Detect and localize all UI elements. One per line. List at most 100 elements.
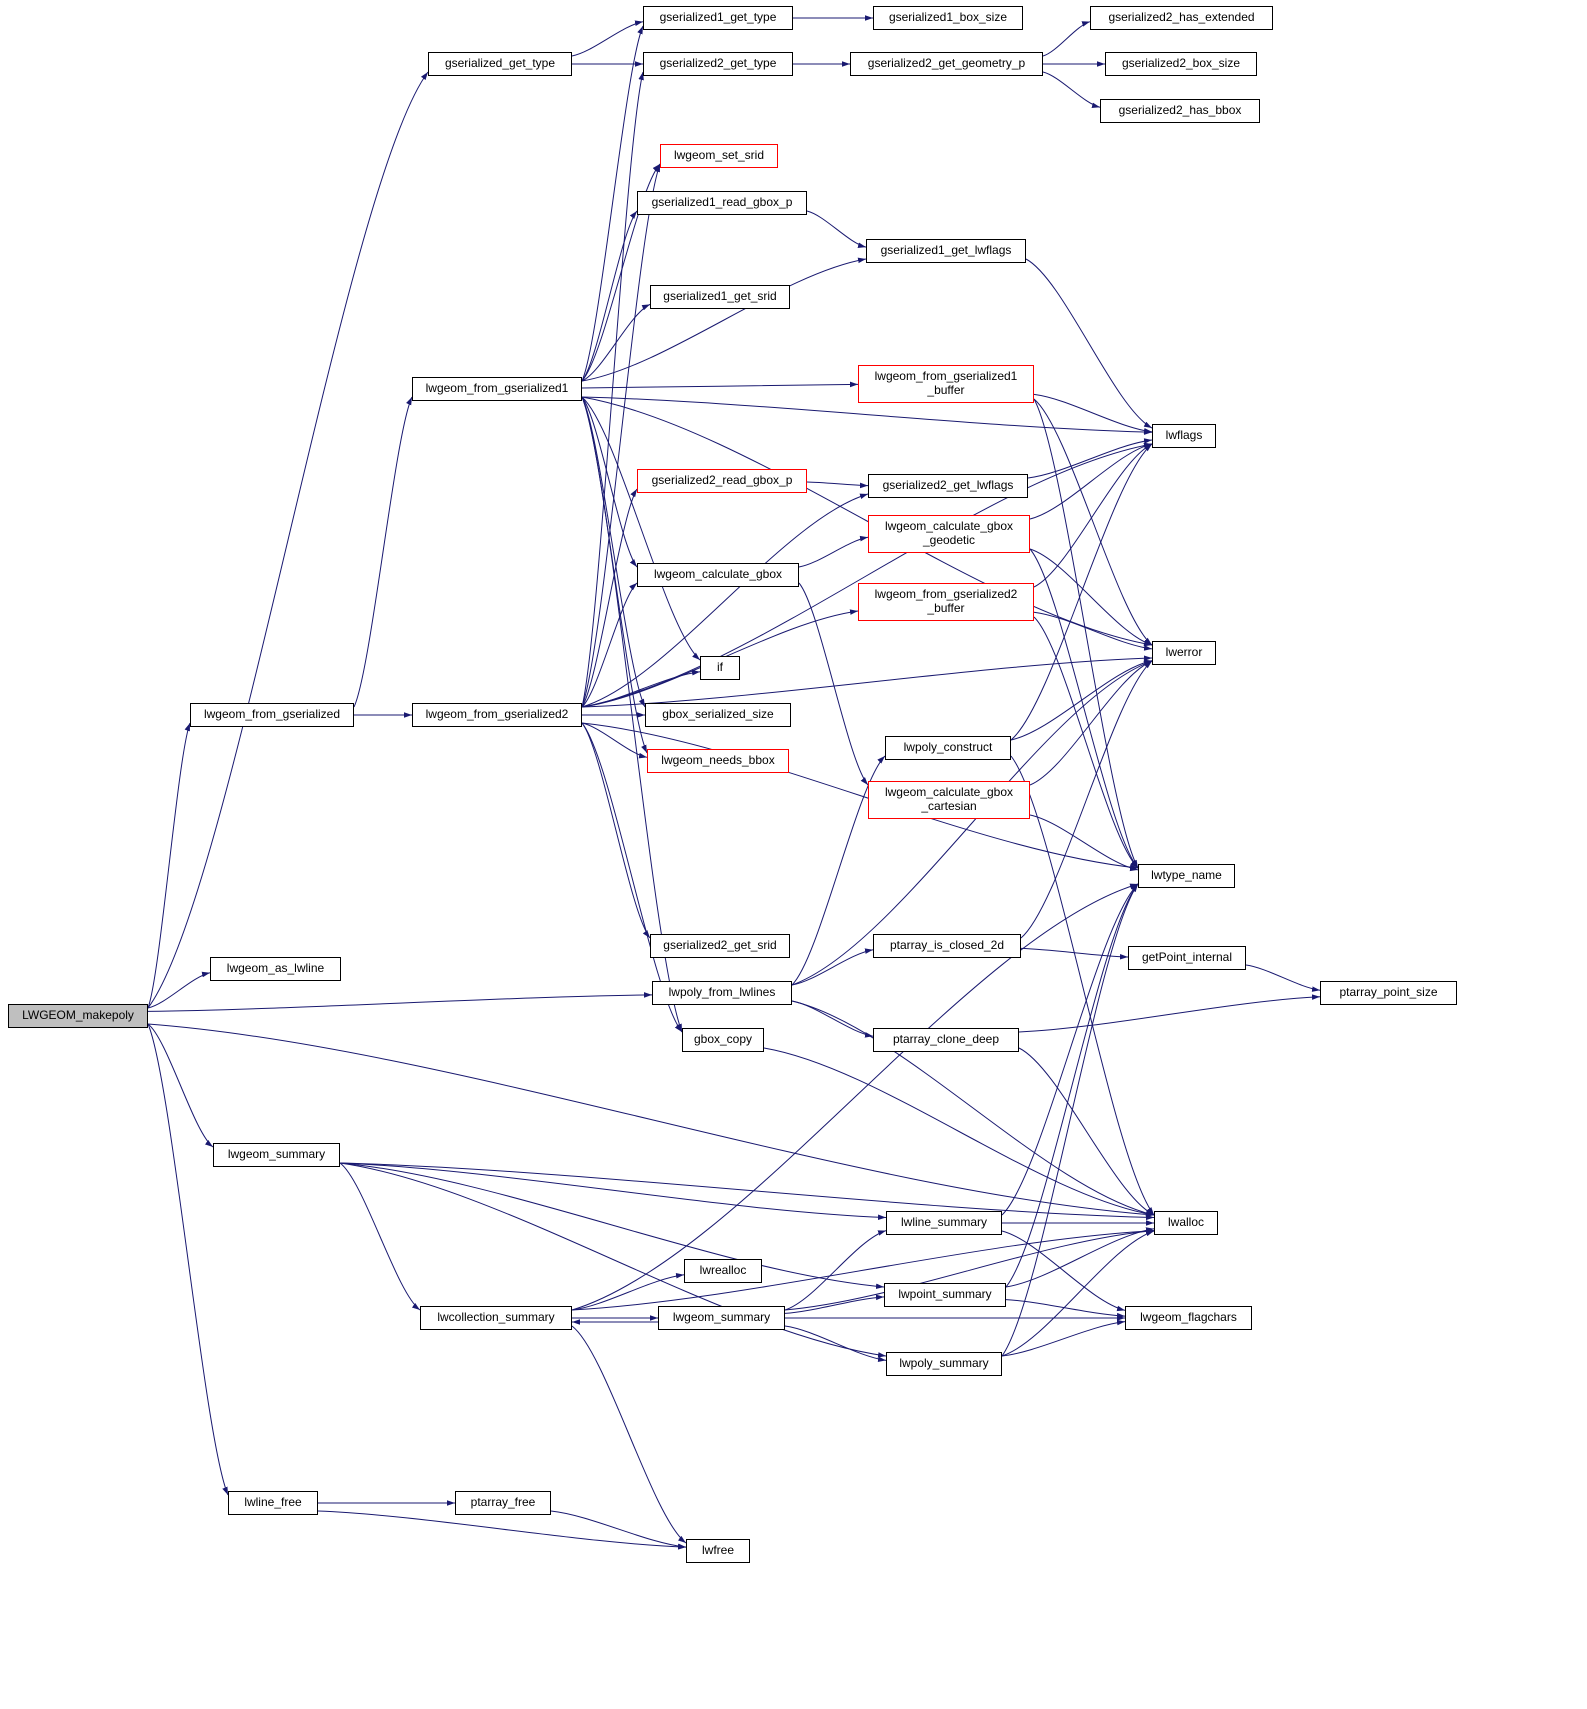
node-poly_from_lwlines[interactable]: lwpoly_from_lwlines [652, 981, 792, 1005]
node-gbox_copy[interactable]: gbox_copy [682, 1028, 764, 1052]
edge-makepoly-to-summary_L [147, 1023, 214, 1148]
node-label: lwgeom_summary [672, 1310, 771, 1325]
node-summary_L[interactable]: lwgeom_summary [213, 1143, 340, 1167]
edge-coll_summary-to-lwtype_name [571, 883, 1139, 1311]
node-lwgeom_set_srid[interactable]: lwgeom_set_srid [660, 144, 778, 168]
node-label: gserialized2_read_gbox_p [651, 473, 793, 488]
edge-gser_get_type-to-gser1_get_type [571, 20, 644, 57]
node-gser1_get_type[interactable]: gserialized1_get_type [643, 6, 793, 30]
node-label: gserialized1_get_type [659, 10, 777, 25]
node-lwrealloc[interactable]: lwrealloc [684, 1259, 762, 1283]
edge-lwg_from_g2-to-gser2_get_srid [581, 722, 651, 939]
node-calc_gbox[interactable]: lwgeom_calculate_gbox [637, 563, 799, 587]
node-gser2_has_ext[interactable]: gserialized2_has_extended [1090, 6, 1273, 30]
edge-poly_from_lwlines-to-lwalloc [791, 1000, 1155, 1216]
node-label: ptarray_point_size [1339, 985, 1438, 1000]
node-lwg_from_g2_buf[interactable]: lwgeom_from_gserialized2 _buffer [858, 583, 1034, 621]
edge-makepoly-to-lwg_from_g [147, 722, 191, 1009]
node-coll_summary[interactable]: lwcollection_summary [420, 1306, 572, 1330]
node-as_lwline[interactable]: lwgeom_as_lwline [210, 957, 341, 981]
edge-lwg_from_g2-to-gser2_get_type [581, 71, 644, 708]
node-lwerror[interactable]: lwerror [1152, 641, 1216, 665]
node-gser_get_type[interactable]: gserialized_get_type [428, 52, 572, 76]
node-lwg_from_g1[interactable]: lwgeom_from_gserialized1 [412, 377, 582, 401]
node-lwg_from_g[interactable]: lwgeom_from_gserialized [190, 703, 354, 727]
node-label: gserialized_get_type [444, 56, 556, 71]
edge-calc_gbox_geo-to-lwtype_name [1029, 548, 1139, 869]
node-label: lwgeom_from_gserialized [203, 707, 341, 722]
node-lwflags[interactable]: lwflags [1152, 424, 1216, 448]
edge-lwg_from_g1-to-gser1_get_lwflags [581, 257, 867, 382]
edge-lwg_from_g2-to-gbox_copy [581, 722, 683, 1033]
node-label: lwgeom_from_gserialized2 [425, 707, 569, 722]
node-lwline_free[interactable]: lwline_free [228, 1491, 318, 1515]
node-poly_summary[interactable]: lwpoly_summary [886, 1352, 1002, 1376]
node-label: lwpoly_construct [903, 740, 993, 755]
node-summary_M[interactable]: lwgeom_summary [658, 1306, 785, 1330]
edge-lwg_from_g1-to-gser1_read_gbox [581, 210, 638, 382]
node-gser2_get_type[interactable]: gserialized2_get_type [643, 52, 793, 76]
node-gser2_get_geom_p[interactable]: gserialized2_get_geometry_p [850, 52, 1043, 76]
node-getpoint[interactable]: getPoint_internal [1128, 946, 1246, 970]
edge-poly_summary-to-flagchars [1001, 1319, 1126, 1357]
edge-gser1_read_gbox-to-gser1_get_lwflags [806, 210, 867, 248]
node-label: gserialized2_get_lwflags [882, 478, 1014, 493]
node-gser2_get_lwflags[interactable]: gserialized2_get_lwflags [868, 474, 1028, 498]
edge-calc_gbox_geo-to-lwflags [1029, 443, 1153, 520]
node-lwpoly_construct[interactable]: lwpoly_construct [885, 736, 1011, 760]
node-calc_gbox_geo[interactable]: lwgeom_calculate_gbox _geodetic [868, 515, 1030, 553]
node-pta_closed[interactable]: ptarray_is_closed_2d [873, 934, 1021, 958]
node-lwalloc[interactable]: lwalloc [1154, 1211, 1218, 1235]
edge-summary_M-to-point_summary [784, 1294, 885, 1314]
edge-coll_summary-to-lwalloc [571, 1228, 1155, 1311]
node-label: lwpoly_summary [899, 1356, 989, 1371]
node-gser1_get_srid[interactable]: gserialized1_get_srid [650, 285, 790, 309]
node-if_node[interactable]: if [700, 656, 740, 680]
edge-calc_gbox_cart-to-lwtype_name [1029, 814, 1139, 872]
node-gbox_ser_size[interactable]: gbox_serialized_size [645, 703, 791, 727]
edge-summary_L-to-line_summary [339, 1162, 887, 1221]
node-gser1_box_size[interactable]: gserialized1_box_size [873, 6, 1023, 30]
node-point_summary[interactable]: lwpoint_summary [884, 1283, 1006, 1307]
node-pta_point_size[interactable]: ptarray_point_size [1320, 981, 1457, 1005]
node-label: lwline_summary [900, 1215, 988, 1230]
node-label: lwgeom_from_gserialized1 _buffer [874, 369, 1018, 397]
node-calc_gbox_cart[interactable]: lwgeom_calculate_gbox _cartesian [868, 781, 1030, 819]
node-gser1_get_lwflags[interactable]: gserialized1_get_lwflags [866, 239, 1026, 263]
node-label: lwrealloc [699, 1263, 747, 1278]
node-flagchars[interactable]: lwgeom_flagchars [1125, 1306, 1252, 1330]
node-label: gserialized1_get_srid [663, 289, 777, 304]
node-lwtype_name[interactable]: lwtype_name [1138, 864, 1235, 888]
node-gser2_get_srid[interactable]: gserialized2_get_srid [650, 934, 790, 958]
node-label: gserialized2_get_srid [663, 938, 777, 953]
node-label: gserialized2_get_type [659, 56, 777, 71]
edge-lwg_from_g1-to-calc_gbox [581, 396, 638, 568]
node-label: lwpoint_summary [898, 1287, 992, 1302]
node-needs_bbox[interactable]: lwgeom_needs_bbox [647, 749, 789, 773]
node-line_summary[interactable]: lwline_summary [886, 1211, 1002, 1235]
edge-gser2_read_gbox-to-gser2_get_lwflags [806, 481, 869, 489]
node-pta_free[interactable]: ptarray_free [455, 1491, 551, 1515]
node-label: ptarray_clone_deep [892, 1032, 1000, 1047]
edge-pta_clone_deep-to-pta_point_size [1018, 994, 1321, 1033]
node-lwg_from_g1_buf[interactable]: lwgeom_from_gserialized1 _buffer [858, 365, 1034, 403]
edge-poly_from_lwlines-to-lwpoly_construct [791, 755, 886, 986]
node-label: gserialized2_get_geometry_p [867, 56, 1026, 71]
edge-lwg_from_g2_buf-to-lwflags [1033, 443, 1153, 588]
node-lwfree[interactable]: lwfree [686, 1539, 750, 1563]
node-makepoly: LWGEOM_makepoly [8, 1004, 148, 1028]
node-gser2_has_bbox[interactable]: gserialized2_has_bbox [1100, 99, 1260, 123]
node-pta_clone_deep[interactable]: ptarray_clone_deep [873, 1028, 1019, 1052]
node-lwg_from_g2[interactable]: lwgeom_from_gserialized2 [412, 703, 582, 727]
node-gser2_read_gbox[interactable]: gserialized2_read_gbox_p [637, 469, 807, 493]
node-label: getPoint_internal [1141, 950, 1233, 965]
edge-makepoly-to-lwline_free [147, 1023, 229, 1496]
node-label: lwgeom_calculate_gbox [653, 567, 783, 582]
edge-lwpoly_construct-to-lwflags [1010, 443, 1153, 741]
node-gser2_box_size[interactable]: gserialized2_box_size [1105, 52, 1257, 76]
node-label: lwgeom_needs_bbox [661, 753, 775, 768]
node-gser1_read_gbox[interactable]: gserialized1_read_gbox_p [637, 191, 807, 215]
node-label: gbox_copy [693, 1032, 753, 1047]
